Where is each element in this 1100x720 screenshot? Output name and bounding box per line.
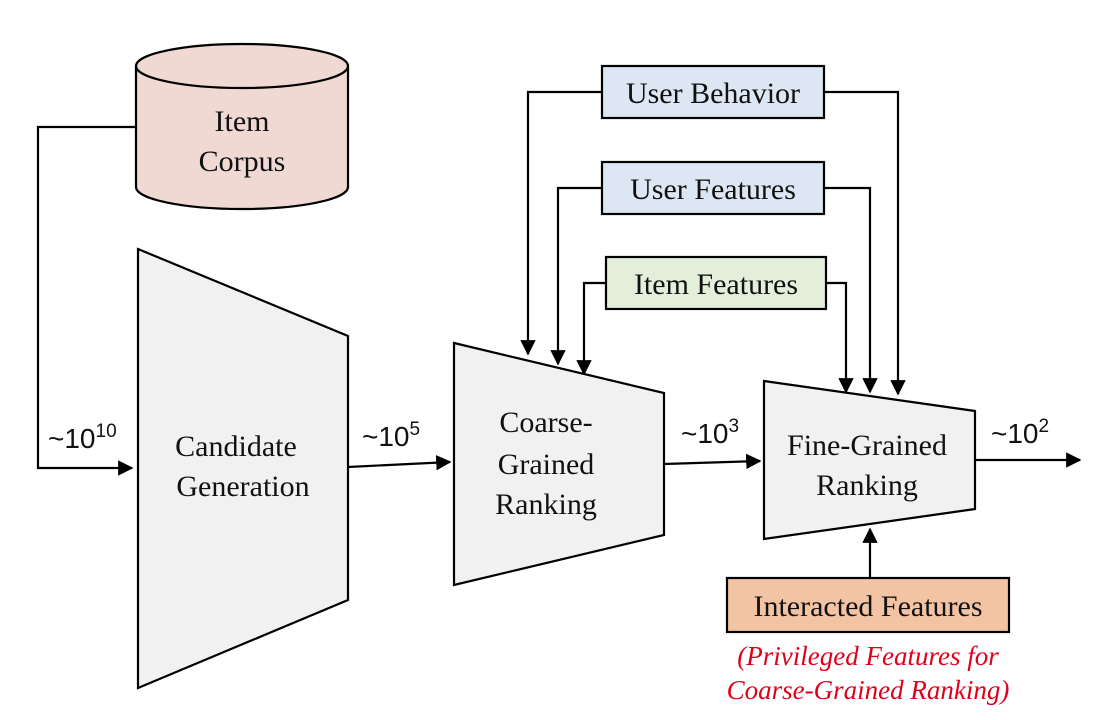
candidate-generation-line1: Candidate bbox=[175, 430, 297, 463]
arrow-corpus-to-candidate bbox=[36, 125, 136, 476]
user-features-label: User Features bbox=[630, 173, 796, 206]
cylinder-body bbox=[134, 66, 350, 211]
fine-ranking-shape bbox=[762, 379, 977, 541]
arrow-candidate-to-coarse bbox=[347, 454, 452, 471]
arrow-item-features-to-fine bbox=[826, 281, 854, 394]
interacted-features-box: Interacted Features bbox=[725, 576, 1011, 634]
count-coarse-exp: 3 bbox=[729, 416, 740, 437]
coarse-ranking-shape bbox=[452, 341, 666, 587]
count-corpus-exp: 10 bbox=[96, 421, 117, 442]
cylinder-top bbox=[134, 42, 350, 90]
item-features-label: Item Features bbox=[634, 268, 798, 301]
coarse-ranking-stage: Coarse- Grained Ranking bbox=[452, 341, 666, 587]
count-corpus-base: ~10 bbox=[48, 423, 96, 454]
count-candidate-base: ~10 bbox=[362, 421, 410, 452]
arrow-user-features-to-coarse bbox=[550, 186, 602, 366]
privileged-note-line2: Coarse-Grained Ranking) bbox=[727, 675, 1010, 705]
item-features-box: Item Features bbox=[604, 255, 828, 311]
coarse-ranking-line2: Grained bbox=[498, 448, 595, 481]
count-coarse-base: ~10 bbox=[681, 418, 729, 449]
candidate-generation-line2: Generation bbox=[176, 470, 309, 503]
fine-ranking-stage: Fine-Grained Ranking bbox=[762, 379, 977, 541]
connectors bbox=[36, 90, 1082, 577]
count-fine-output: ~102 bbox=[991, 416, 1049, 449]
count-candidate-to-coarse: ~105 bbox=[362, 419, 420, 452]
count-coarse-to-fine: ~103 bbox=[681, 416, 739, 449]
item-corpus-line2: Corpus bbox=[199, 145, 286, 178]
item-corpus-line1: Item bbox=[215, 105, 270, 138]
count-corpus-to-candidate: ~1010 bbox=[48, 421, 117, 454]
fine-ranking-line2: Ranking bbox=[816, 469, 918, 502]
arrow-user-behavior-to-coarse bbox=[520, 90, 602, 356]
coarse-ranking-line1: Coarse- bbox=[499, 406, 592, 439]
fine-ranking-line1: Fine-Grained bbox=[787, 429, 947, 462]
arrow-coarse-to-fine bbox=[663, 453, 762, 470]
interacted-features-rect bbox=[725, 576, 1011, 634]
count-fine-exp: 2 bbox=[1039, 416, 1050, 437]
candidate-generation-shape bbox=[136, 247, 350, 690]
candidate-generation-stage: Candidate Generation bbox=[136, 247, 350, 690]
privileged-note-line1: (Privileged Features for bbox=[737, 641, 999, 671]
interacted-features-label: Interacted Features bbox=[753, 590, 982, 623]
count-fine-base: ~10 bbox=[991, 418, 1039, 449]
user-behavior-label: User Behavior bbox=[626, 77, 800, 110]
user-features-box: User Features bbox=[600, 160, 826, 216]
count-candidate-exp: 5 bbox=[410, 419, 421, 440]
user-behavior-rect bbox=[600, 64, 826, 120]
user-features-rect bbox=[600, 160, 826, 216]
arrow-user-behavior-to-fine bbox=[824, 90, 906, 396]
user-behavior-box: User Behavior bbox=[600, 64, 826, 120]
coarse-ranking-line3: Ranking bbox=[495, 488, 597, 521]
arrow-item-features-to-coarse bbox=[576, 281, 606, 376]
item-corpus-cylinder: Item Corpus bbox=[134, 42, 350, 211]
item-features-rect bbox=[604, 255, 828, 311]
arrow-user-features-to-fine bbox=[824, 186, 878, 394]
